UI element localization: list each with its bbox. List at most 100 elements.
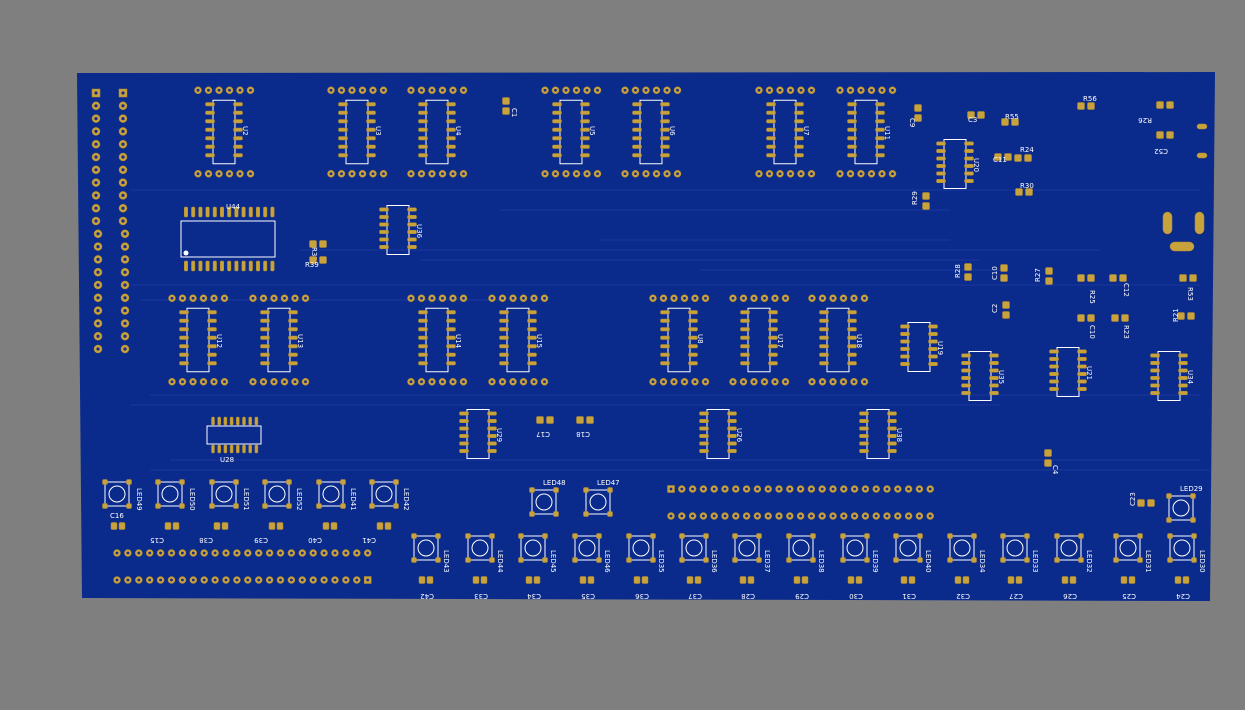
passive-c1[interactable]: C1 xyxy=(502,97,519,118)
ic-u4[interactable]: U4 xyxy=(407,86,468,178)
passive-r23[interactable]: R23 xyxy=(1111,314,1131,339)
cap-c26[interactable]: C26 xyxy=(1061,576,1077,601)
cap-c30[interactable]: C30 xyxy=(847,576,863,601)
smd-pad xyxy=(964,273,972,281)
ic-u15[interactable]: U15 xyxy=(488,294,549,386)
led-led50[interactable]: LED50 xyxy=(155,479,197,511)
cap-c37[interactable]: C37 xyxy=(686,576,702,601)
led-led32[interactable]: LED32 xyxy=(1054,533,1094,573)
passive-c10[interactable]: C10 xyxy=(1077,314,1097,339)
led-led48[interactable]: LED48 xyxy=(529,479,566,517)
passive-r24[interactable]: R24 xyxy=(1014,146,1035,162)
ic-u36[interactable]: U36 xyxy=(379,205,424,255)
passive-c3[interactable]: C3 xyxy=(967,111,985,125)
passive-c10[interactable]: C10 xyxy=(991,264,1008,282)
led-led42[interactable]: LED42 xyxy=(369,479,411,511)
ic-u38[interactable]: U38 xyxy=(859,409,904,459)
cap-c34[interactable]: C34 xyxy=(525,576,541,601)
led-led43[interactable]: LED43 xyxy=(411,533,451,573)
ic-u3[interactable]: U3 xyxy=(327,86,388,178)
cap-c27[interactable]: C27 xyxy=(1007,576,1023,601)
ic-u21[interactable]: U21 xyxy=(1049,347,1094,397)
led-led41[interactable]: LED41 xyxy=(316,479,358,511)
cap-c29[interactable]: C29 xyxy=(793,576,809,601)
passive-c52[interactable]: C52 xyxy=(1154,131,1174,156)
cap-c35[interactable]: C35 xyxy=(579,576,595,601)
ic-u6[interactable]: U6 xyxy=(621,86,682,178)
led-led38[interactable]: LED38 xyxy=(786,533,826,573)
led-led46[interactable]: LED46 xyxy=(572,533,612,574)
passive-c18[interactable]: C18 xyxy=(576,416,594,439)
ic-u26[interactable]: U26 xyxy=(699,409,744,459)
ic-u29[interactable]: U29 xyxy=(459,409,504,459)
cap-c36[interactable]: C36 xyxy=(633,576,649,601)
ic-u28[interactable]: U28 xyxy=(206,416,262,464)
led-led40[interactable]: LED40 xyxy=(893,533,933,573)
ic-u35[interactable]: U35 xyxy=(961,351,1006,401)
cap-c31[interactable]: C31 xyxy=(900,576,916,601)
cap-c33[interactable]: C33 xyxy=(472,576,488,601)
ic-u11[interactable]: U11 xyxy=(836,86,897,178)
ic-u14[interactable]: U14 xyxy=(407,294,468,386)
ic-u17[interactable]: U17 xyxy=(729,294,790,386)
led-led44[interactable]: LED44 xyxy=(465,533,505,574)
smd-pad xyxy=(914,114,922,122)
passive-c23[interactable]: C23 xyxy=(1129,492,1155,507)
led-led39[interactable]: LED39 xyxy=(840,533,880,573)
led-led30[interactable]: LED30 xyxy=(1167,533,1207,573)
cap-c16[interactable]: C16 xyxy=(110,512,126,530)
ic-u44[interactable]: U44 xyxy=(180,203,276,272)
passive-r28[interactable]: R28 xyxy=(954,263,972,281)
passive-r30[interactable]: R30 xyxy=(1015,182,1034,196)
cap-c39[interactable]: C39 xyxy=(254,522,284,545)
passive-r21[interactable]: R21 xyxy=(1172,308,1195,322)
cap-c15[interactable]: C15 xyxy=(150,522,180,545)
cap-c28[interactable]: C28 xyxy=(739,576,755,601)
cap-c42[interactable]: C42 xyxy=(418,576,434,601)
passive-c9[interactable]: C9 xyxy=(908,104,922,128)
ic-u12[interactable]: U12 xyxy=(168,294,229,386)
ic-u18[interactable]: U18 xyxy=(808,294,869,386)
led-led49[interactable]: LED49 xyxy=(102,479,144,511)
led-led31[interactable]: LED31 xyxy=(1113,533,1153,573)
cap-c24[interactable]: C24 xyxy=(1174,576,1190,601)
passive-c2[interactable]: C2 xyxy=(991,301,1010,319)
passive-r38[interactable]: R38 xyxy=(309,240,327,261)
ic-u8[interactable]: U8 xyxy=(649,294,710,386)
ic-u19[interactable]: U19 xyxy=(900,322,945,372)
passive-c4[interactable]: C4 xyxy=(1044,449,1060,475)
cap-c38[interactable]: C38 xyxy=(199,522,229,545)
led-led36[interactable]: LED36 xyxy=(679,533,719,574)
led-led33[interactable]: LED33 xyxy=(1000,533,1040,573)
led-led45[interactable]: LED45 xyxy=(518,533,558,573)
led-led51[interactable]: LED51 xyxy=(209,479,251,511)
passive-r26[interactable]: R26 xyxy=(1138,101,1174,125)
ic-u13[interactable]: U13 xyxy=(249,294,310,386)
passive-c17[interactable]: C17 xyxy=(536,416,554,439)
led-led47[interactable]: LED47 xyxy=(583,479,620,517)
passive-r25[interactable]: R25 xyxy=(1077,274,1097,304)
ic-pin xyxy=(366,110,376,115)
cap-c41[interactable]: C41 xyxy=(362,522,392,545)
ic-u2[interactable]: U2 xyxy=(194,86,255,178)
cap-c40[interactable]: C40 xyxy=(308,522,338,545)
ic-u5[interactable]: U5 xyxy=(541,86,602,178)
led-led52[interactable]: LED52 xyxy=(262,479,304,511)
passive-r53[interactable]: R53 xyxy=(1179,274,1197,301)
passive-r27[interactable]: R27 xyxy=(1034,267,1053,285)
passive-c12[interactable]: C12 xyxy=(1109,274,1131,297)
ic-u20[interactable]: U20 xyxy=(936,139,981,189)
passive-r39[interactable]: R39 xyxy=(305,256,327,270)
passive-r56[interactable]: R56 xyxy=(1077,95,1098,110)
passive-c11[interactable]: C11 xyxy=(993,153,1012,165)
cap-c32[interactable]: C32 xyxy=(954,576,970,601)
ic-u7[interactable]: U7 xyxy=(755,86,816,178)
led-led29[interactable]: LED29 xyxy=(1166,485,1203,523)
passive-r29[interactable]: R29 xyxy=(911,191,930,210)
cap-c25[interactable]: C25 xyxy=(1120,576,1136,601)
led-led37[interactable]: LED37 xyxy=(732,533,772,573)
led-led35[interactable]: LED35 xyxy=(626,533,666,573)
passive-r55[interactable]: R55 xyxy=(1001,113,1019,126)
ic-u34[interactable]: U34 xyxy=(1150,351,1195,401)
led-led34[interactable]: LED34 xyxy=(947,533,987,574)
